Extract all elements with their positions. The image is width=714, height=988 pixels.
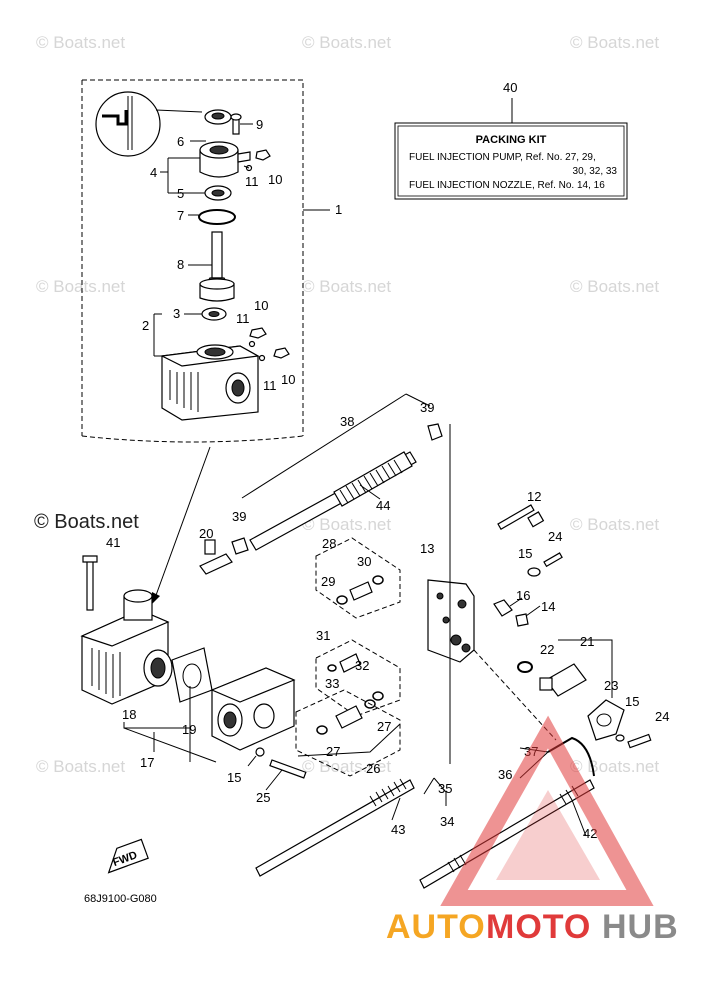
callout-25: 25 [256, 790, 270, 805]
watermark: © Boats.net [302, 277, 391, 296]
watermark: © Boats.net [302, 515, 391, 534]
callout-29: 29 [321, 574, 335, 589]
callout-14: 14 [541, 599, 555, 614]
callout-3: 3 [173, 306, 180, 321]
callout-43: 43 [391, 822, 405, 837]
callout-24: 24 [655, 709, 669, 724]
callout-8: 8 [177, 257, 184, 272]
callout-9: 9 [256, 117, 263, 132]
packing-kit-line2: 30, 32, 33 [573, 166, 618, 177]
callout-5: 5 [177, 186, 184, 201]
watermark: © Boats.net [36, 757, 125, 776]
callout-21: 21 [580, 634, 594, 649]
watermark: © Boats.net [302, 757, 391, 776]
callout-34: 34 [440, 814, 454, 829]
callout-28: 28 [322, 536, 336, 551]
packing-kit-title: PACKING KIT [476, 134, 547, 146]
callout-11: 11 [245, 174, 259, 189]
callout-41: 41 [106, 535, 120, 550]
callout-27: 27 [326, 744, 340, 759]
callout-23: 23 [604, 678, 618, 693]
logo-hub: HUB [602, 908, 679, 946]
logo-auto: AUTO [386, 908, 486, 946]
callout-15: 15 [227, 770, 241, 785]
callout-20: 20 [199, 526, 213, 541]
watermark: © Boats.net [570, 515, 659, 534]
callout-22: 22 [540, 642, 554, 657]
callout-39: 39 [232, 509, 246, 524]
watermark: © Boats.net [36, 33, 125, 52]
callout-27: 27 [377, 719, 391, 734]
automotohub-logo: AUTO MOTO HUB [386, 715, 679, 946]
pump-assembly: FWD [80, 393, 652, 889]
callout-13: 13 [420, 541, 434, 556]
exploded-assembly [81, 79, 330, 606]
callouts: 1 2 3 4 5 6 7 8 9 10 10 10 11 11 11 12 1… [106, 80, 669, 841]
callout-7: 7 [177, 208, 184, 223]
watermarks: © Boats.net © Boats.net © Boats.net © Bo… [34, 33, 659, 776]
callout-10: 10 [268, 172, 282, 187]
callout-12: 12 [527, 489, 541, 504]
callout-16: 16 [516, 588, 530, 603]
callout-19: 19 [182, 722, 196, 737]
watermark: © Boats.net [36, 277, 125, 296]
callout-26: 26 [366, 761, 380, 776]
callout-17: 17 [140, 755, 154, 770]
packing-kit-line1: FUEL INJECTION PUMP, Ref. No. 27, 29, [409, 152, 596, 163]
callout-44: 44 [376, 498, 390, 513]
packing-kit-line3: FUEL INJECTION NOZZLE, Ref. No. 14, 16 [409, 180, 605, 191]
callout-10: 10 [281, 372, 295, 387]
callout-6: 6 [177, 134, 184, 149]
callout-11: 11 [236, 311, 250, 326]
callout-11: 11 [263, 378, 277, 393]
diagram-code: 68J9100-G080 [84, 893, 157, 905]
callout-38: 38 [340, 414, 354, 429]
leader-lines [123, 597, 613, 837]
callout-24: 24 [548, 529, 562, 544]
watermark: © Boats.net [570, 277, 659, 296]
logo-moto: MOTO [486, 908, 591, 946]
callout-39: 39 [420, 400, 434, 415]
watermark: © Boats.net [302, 33, 391, 52]
watermark: © Boats.net [570, 33, 659, 52]
callout-32: 32 [355, 658, 369, 673]
packing-kit-box: PACKING KIT FUEL INJECTION PUMP, Ref. No… [394, 98, 628, 200]
callout-18: 18 [122, 707, 136, 722]
callout-31: 31 [316, 628, 330, 643]
watermark-main: © Boats.net [34, 511, 139, 533]
callout-35: 35 [438, 781, 452, 796]
callout-4: 4 [150, 165, 157, 180]
callout-2: 2 [142, 318, 149, 333]
callout-40: 40 [503, 80, 517, 95]
callout-36: 36 [498, 767, 512, 782]
callout-15: 15 [625, 694, 639, 709]
callout-33: 33 [325, 676, 339, 691]
callout-10: 10 [254, 298, 268, 313]
watermark: © Boats.net [570, 757, 659, 776]
callout-1: 1 [335, 202, 342, 217]
callout-30: 30 [357, 554, 371, 569]
callout-15: 15 [518, 546, 532, 561]
